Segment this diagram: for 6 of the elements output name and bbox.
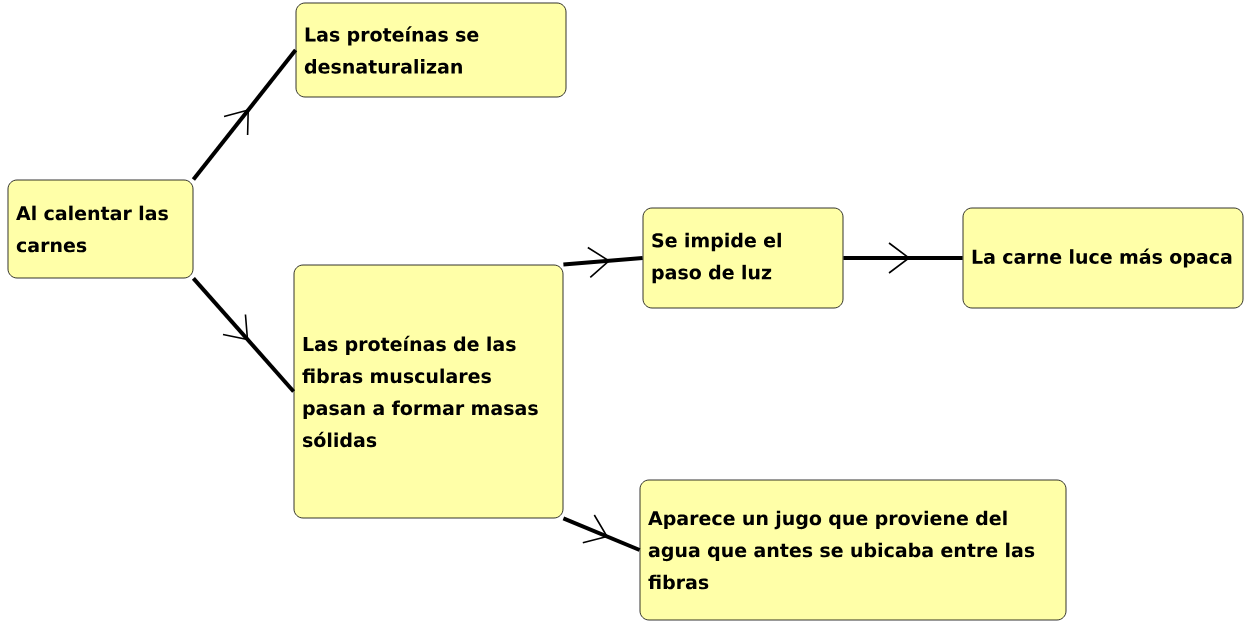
text-box: Se impide el paso de luz [642, 207, 844, 309]
text-box: Al calentar las carnes [7, 179, 194, 279]
text-box: Las proteínas de las fibras musculares pasan a formar masas sólidas [293, 264, 564, 519]
text-box: La carne luce más opaca [962, 207, 1244, 309]
text-box: Aparece un jugo que proviene del agua que antes se ubicaba entre las fibras [639, 479, 1067, 621]
text-box: Las proteínas se desnaturalizan [295, 2, 567, 98]
